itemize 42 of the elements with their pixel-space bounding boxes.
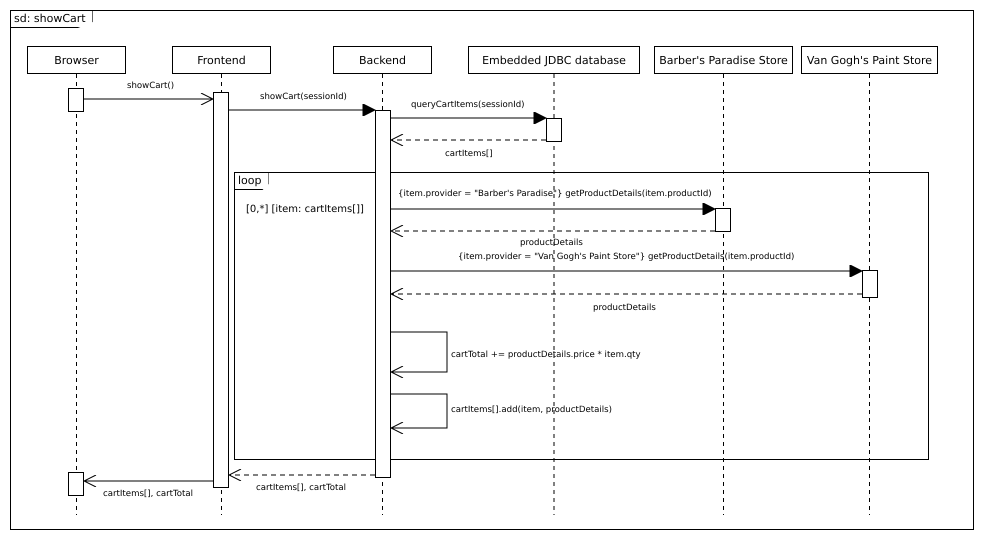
lifeline-header: Van Gogh's Paint Store [801, 46, 938, 74]
activation-bar [213, 92, 229, 488]
guard-condition: [0,*] [item: cartItems[]] [246, 204, 364, 215]
return-message-arrow [390, 134, 546, 146]
message-label: productDetails [593, 303, 656, 314]
message-label: cartItems[], cartTotal [256, 483, 346, 494]
return-message-arrow [228, 468, 376, 482]
return-message-arrow [390, 288, 862, 300]
message-label: productDetails [520, 238, 583, 249]
lifeline-header: Barber's Paradise Store [654, 46, 793, 74]
activation-bar [68, 472, 84, 496]
message-label: cartItems[], cartTotal [103, 489, 194, 500]
message-arrow [84, 474, 214, 488]
activation-bar [68, 88, 84, 112]
message-label: queryCartItems(sessionId) [411, 100, 525, 111]
message-label: showCart() [127, 81, 174, 92]
message-label: showCart(sessionId) [260, 92, 347, 103]
activation-bar [862, 270, 878, 298]
lifeline-header: Browser [27, 46, 126, 74]
activation-bar [375, 110, 391, 478]
diagram-frame [10, 10, 974, 530]
activation-bar [715, 208, 731, 232]
message-label: cartTotal += productDetails.price * item.qty [451, 350, 641, 361]
message-arrow [390, 112, 546, 124]
lifeline-header: Embedded JDBC database [468, 46, 640, 74]
message-label: {item.provider = "Van Gogh's Paint Store"} getProductDetails(item.productId) [458, 252, 794, 263]
message-label: {item.provider = "Barber's Paradise"} getProductDetails(item.productId) [398, 189, 712, 200]
message-arrow [228, 104, 376, 116]
self-message-arrow [390, 394, 448, 434]
message-arrow [390, 202, 716, 216]
activation-bar [546, 118, 562, 142]
frame-title: sd: showCart [11, 11, 93, 28]
message-arrow [84, 92, 214, 106]
lifeline-header: Backend [333, 46, 432, 74]
return-message-arrow [390, 224, 716, 238]
combined-fragment [234, 172, 929, 460]
message-label: cartItems[] [445, 149, 493, 160]
lifeline-header: Frontend [172, 46, 271, 74]
message-arrow [390, 264, 862, 278]
message-label: cartItems[].add(item, productDetails) [451, 405, 612, 416]
fragment-operator: loop [235, 173, 268, 190]
self-message-arrow [390, 332, 448, 378]
